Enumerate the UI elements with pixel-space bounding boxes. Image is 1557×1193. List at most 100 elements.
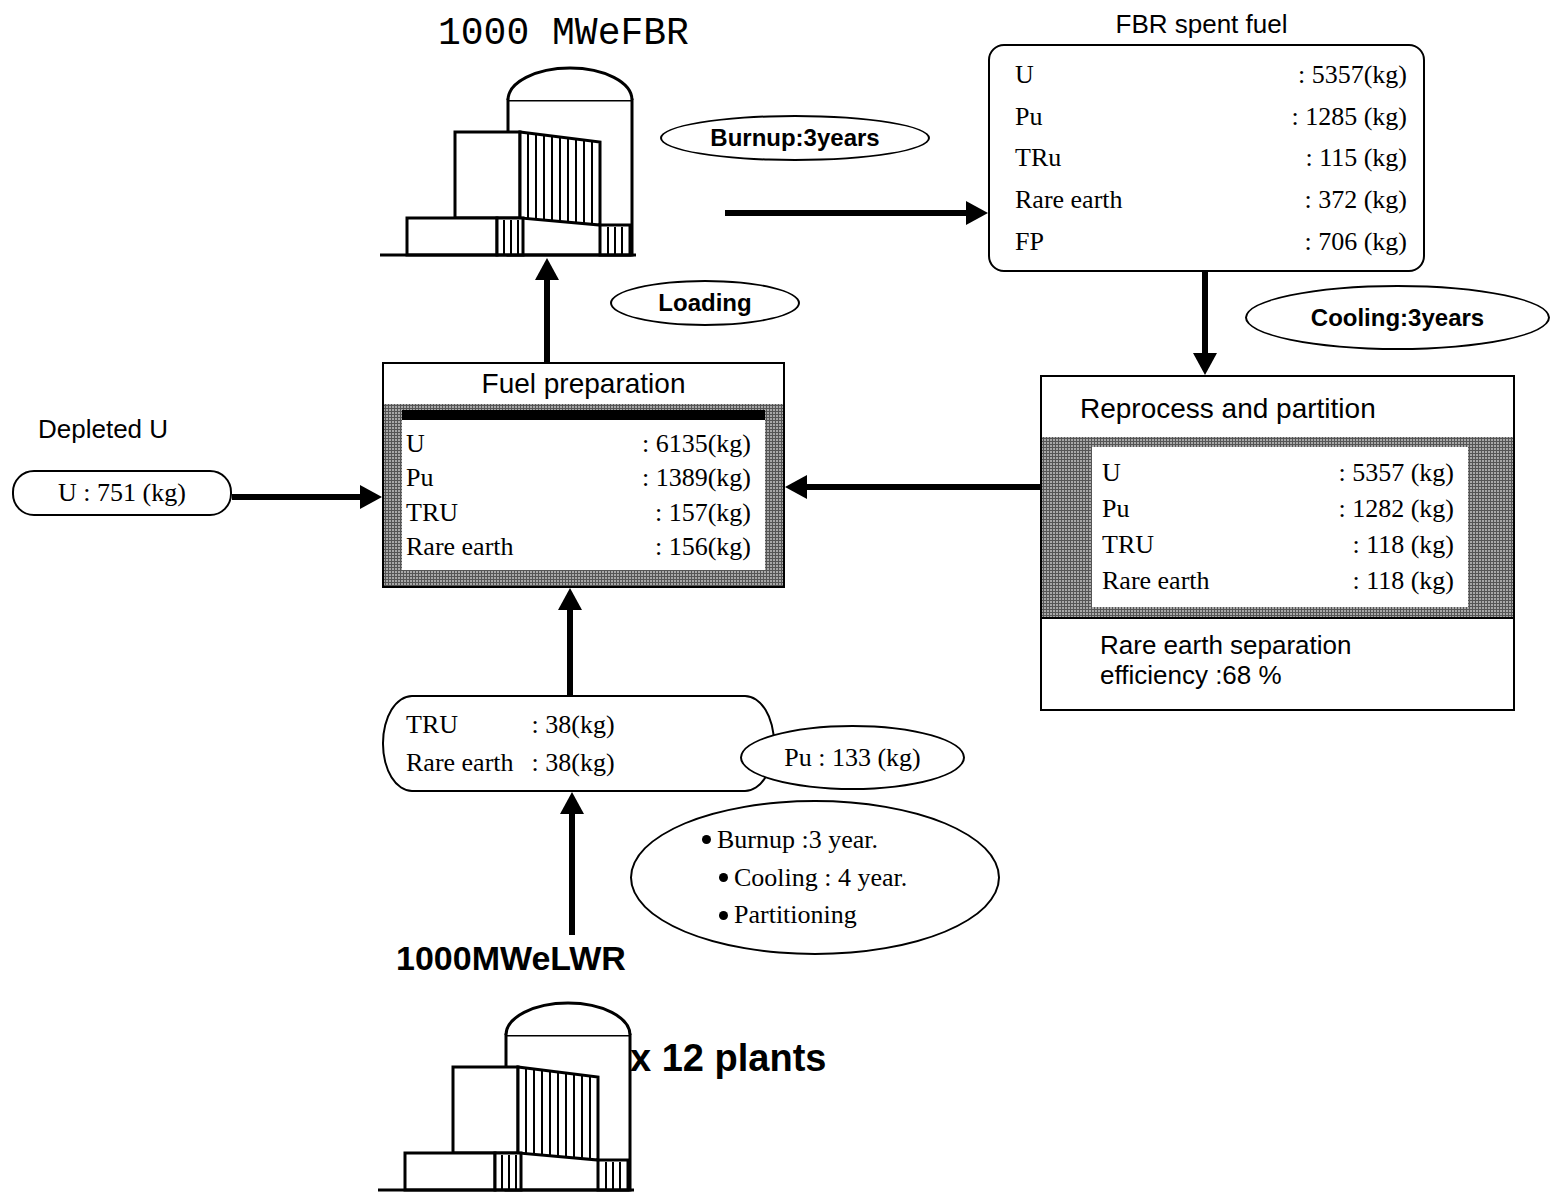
quantity-value: : 118 (kg) xyxy=(1352,565,1454,596)
value-table: U : 6135(kg) Pu : 1389(kg) TRU : 157(kg) Rare … xyxy=(402,420,765,570)
step-ellipse: Cooling:3years xyxy=(1245,285,1550,350)
element-name: TRU xyxy=(406,497,569,528)
inventory-sheet: U : 6135(kg) Pu : 1389(kg) TRU : 157(kg) Rare … xyxy=(402,410,765,570)
quantity-value: : 115 (kg) xyxy=(1305,142,1407,173)
arrow-head xyxy=(785,475,807,499)
quantity-value: : 1389(kg) xyxy=(642,462,751,493)
quantity-value: : 157(kg) xyxy=(655,497,751,528)
plant-label: 1000MWeLWR xyxy=(378,935,943,978)
feed-amount: U : 751 (kg) xyxy=(58,478,186,508)
box-heading: Reprocess and partition xyxy=(1042,377,1513,437)
element-name: Pu xyxy=(1102,493,1265,524)
element-name: Rare earth xyxy=(406,531,569,562)
element-name: Rare earth xyxy=(1102,565,1265,596)
fbr-plant-building xyxy=(380,68,636,255)
bullet-dot xyxy=(719,873,728,882)
process-box: Reprocess and partitionU : 5357 (kg) Pu : 1… xyxy=(1040,375,1515,711)
arrow-shaft xyxy=(569,812,575,935)
box-heading: Depleted U xyxy=(12,412,232,446)
lwr-plant-building xyxy=(378,1003,634,1190)
striped-annex xyxy=(598,1160,628,1190)
element-name: U xyxy=(1102,457,1265,488)
quantity-value: : 118 (kg) xyxy=(1352,529,1454,560)
ground-line xyxy=(378,1189,634,1192)
step-ellipse: Pu : 133 (kg) xyxy=(740,725,965,790)
quantity-value: : 6135(kg) xyxy=(642,428,751,459)
quantity-value: : 38(kg) xyxy=(532,709,615,740)
annex-stripes xyxy=(606,1162,620,1190)
flow-arrow xyxy=(785,475,1040,499)
striped-annex xyxy=(495,1153,521,1190)
element-name: Pu xyxy=(406,462,569,493)
arrow-shaft xyxy=(544,278,550,362)
quantity-value: : 5357 (kg) xyxy=(1338,457,1454,488)
quantity-value: : 38(kg) xyxy=(532,747,615,778)
bullet-dot xyxy=(702,835,711,844)
inventory-sheet: U : 5357 (kg) Pu : 1282 (kg) TRU : 118 (kg) Ra… xyxy=(1092,447,1468,607)
lwr-supply-box: TRU: 38(kg)Rare earth: 38(kg) xyxy=(382,695,775,792)
element-name: FP xyxy=(1015,226,1198,257)
flow-arrow xyxy=(558,588,582,695)
arrow-shaft xyxy=(567,608,573,695)
flow-arrow xyxy=(560,792,584,935)
box-heading: Fuel preparation xyxy=(384,364,783,404)
feed-pill: U : 751 (kg) xyxy=(12,470,232,516)
step-ellipse: Loading xyxy=(610,280,800,326)
arrow-shaft xyxy=(1202,272,1208,355)
element-name: U xyxy=(406,428,569,459)
ground-line xyxy=(380,254,636,257)
striped-wall xyxy=(518,1067,598,1160)
arrow-head xyxy=(966,201,988,225)
arrow-head xyxy=(1193,353,1217,375)
striped-annex xyxy=(497,218,523,255)
plant-count: x 12 plants xyxy=(630,1037,826,1080)
flow-arrow xyxy=(232,485,382,509)
flow-arrow xyxy=(725,201,988,225)
flow-arrow xyxy=(535,258,559,362)
condition-text: Cooling : 4 year. xyxy=(734,859,907,897)
quantity-value: : 1282 (kg) xyxy=(1338,493,1454,524)
element-name: Rare earth xyxy=(1015,184,1198,215)
turbine-hall xyxy=(455,132,520,218)
arrow-head xyxy=(535,258,559,280)
arrow-shaft xyxy=(725,210,968,216)
quantity-value: : 706 (kg) xyxy=(1304,226,1407,257)
element-name: TRu xyxy=(1015,142,1198,173)
flow-arrow xyxy=(1193,272,1217,375)
bullet-item: Partitioning xyxy=(719,896,998,934)
lwr-plant: 1000MWeLWR x 12 plants xyxy=(378,935,943,1190)
wall-stripes xyxy=(528,133,592,224)
containment-dome xyxy=(508,68,632,100)
step-ellipse: Burnup:3years xyxy=(660,115,930,161)
ellipse-label: Loading xyxy=(658,289,751,317)
reactor-tower xyxy=(508,100,632,255)
element-name: U xyxy=(1015,59,1198,90)
quantity-value: : 5357(kg) xyxy=(1298,59,1407,90)
ellipse-label: Burnup:3years xyxy=(710,124,879,152)
process-box: Fuel preparationU : 6135(kg) Pu : 1389(kg) T… xyxy=(382,362,785,588)
annex-block xyxy=(405,1153,495,1190)
containment-dome xyxy=(506,1003,630,1035)
efficiency-note: Rare earth separation efficiency :68 % xyxy=(1042,617,1513,709)
arrow-shaft xyxy=(232,494,362,500)
value-table: U: 5357(kg)Pu: 1285 (kg)TRu: 115 (kg)Rar… xyxy=(988,44,1425,272)
ellipse-label: Cooling:3years xyxy=(1311,304,1484,332)
condition-text: Partitioning xyxy=(734,896,857,934)
bullet-dot xyxy=(719,911,728,920)
arrow-head xyxy=(560,792,584,814)
value-table: U : 5357 (kg) Pu : 1282 (kg) TRU : 118 (kg) Ra… xyxy=(1092,447,1468,607)
annex-stripes xyxy=(504,220,518,255)
element-name: Rare earth xyxy=(406,747,514,778)
turbine-hall xyxy=(453,1067,518,1153)
striped-wall xyxy=(520,132,600,225)
condition-ellipse: Burnup :3 year.Cooling : 4 year.Partitio… xyxy=(630,800,1000,955)
wall-stripes xyxy=(526,1068,590,1159)
element-name: Pu xyxy=(1015,101,1198,132)
annex-stripes xyxy=(502,1155,516,1190)
inventory-panel: U : 5357 (kg) Pu : 1282 (kg) TRU : 118 (kg) Ra… xyxy=(1042,437,1513,617)
box-heading: FBR spent fuel xyxy=(988,6,1425,42)
element-name: TRU xyxy=(1102,529,1265,560)
arrow-head xyxy=(360,485,382,509)
reactor-tower xyxy=(506,1035,630,1190)
